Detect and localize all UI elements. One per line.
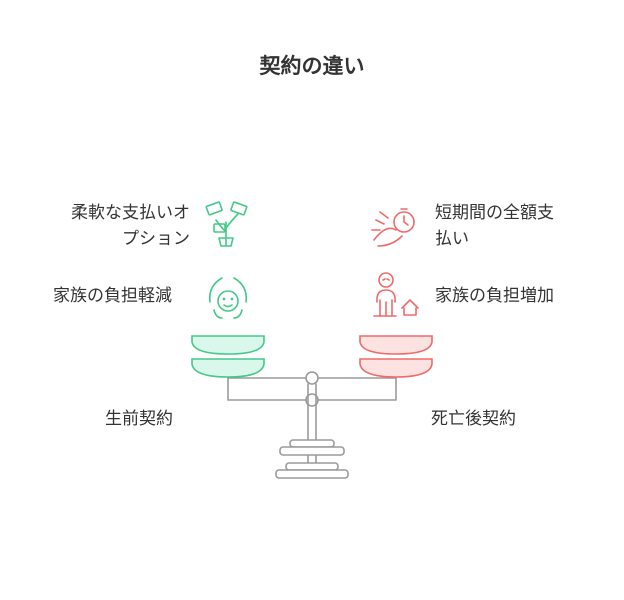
right-pan-upper	[359, 335, 433, 355]
right-item-1-line2: 払い	[435, 229, 469, 249]
hand-stopwatch-icon	[371, 208, 415, 247]
right-pan-lower	[359, 358, 433, 378]
left-pans	[191, 335, 265, 378]
diagram-title: 契約の違い	[259, 54, 365, 78]
base-step-4	[275, 469, 349, 479]
right-item-1-label: 短期間の全額支 払い	[435, 200, 554, 252]
left-pan-upper	[191, 335, 265, 355]
burdened-person-icon	[373, 272, 419, 317]
base-step-2	[279, 446, 345, 456]
base-step-1	[289, 439, 335, 448]
right-pans	[359, 335, 433, 378]
base-step-3	[285, 462, 339, 471]
right-item-2-label: 家族の負担増加	[435, 286, 554, 306]
balance-scale	[227, 365, 397, 479]
right-heading: 死亡後契約	[431, 409, 516, 429]
left-item-1-line2: プション	[122, 229, 190, 249]
pivot-top	[305, 371, 319, 385]
left-pan-lower	[191, 358, 265, 378]
right-item-1-line1: 短期間の全額支	[435, 203, 554, 223]
left-item-1-label: 柔軟な支払いオ プション	[40, 200, 190, 252]
left-item-2-label: 家族の負担軽減	[53, 286, 172, 306]
left-heading: 生前契約	[105, 409, 173, 429]
left-item-1-line1: 柔軟な支払いオ	[71, 203, 190, 223]
pivot-mid	[305, 393, 319, 407]
caring-hands-icon	[208, 277, 248, 319]
money-plant-icon	[205, 201, 248, 247]
